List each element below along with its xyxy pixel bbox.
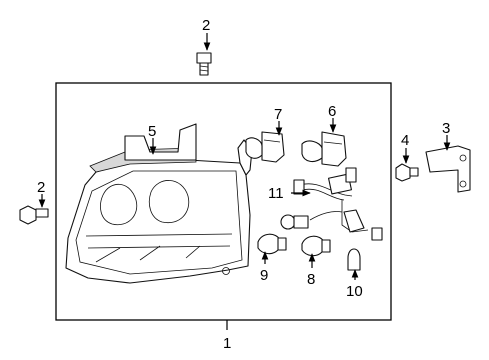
bulb-8 <box>301 235 331 257</box>
callout-10: 10 <box>346 283 363 300</box>
bolt-top <box>196 52 212 76</box>
callout-6: 6 <box>328 103 336 120</box>
bulb-10 <box>347 248 361 271</box>
bracket-3 <box>425 145 471 193</box>
socket-front <box>280 214 309 230</box>
callout-7: 7 <box>274 106 282 123</box>
headlamp-housing <box>65 123 253 284</box>
callout-4: 4 <box>401 132 409 149</box>
callout-8: 8 <box>307 271 315 288</box>
callout-2-left: 2 <box>37 179 45 196</box>
callout-11: 11 <box>268 185 284 202</box>
callout-1: 1 <box>223 335 231 352</box>
bulb-7 <box>245 131 285 163</box>
callout-5: 5 <box>148 123 156 140</box>
callout-9: 9 <box>260 267 268 284</box>
callout-3: 3 <box>442 120 450 137</box>
bulb-9 <box>257 233 287 255</box>
callout-2-top: 2 <box>202 17 210 34</box>
bolt-left <box>19 205 49 225</box>
wiring-harness <box>293 167 383 241</box>
assembly-frame <box>55 82 392 321</box>
bolt-4 <box>395 163 419 182</box>
bulb-6 <box>301 131 347 167</box>
